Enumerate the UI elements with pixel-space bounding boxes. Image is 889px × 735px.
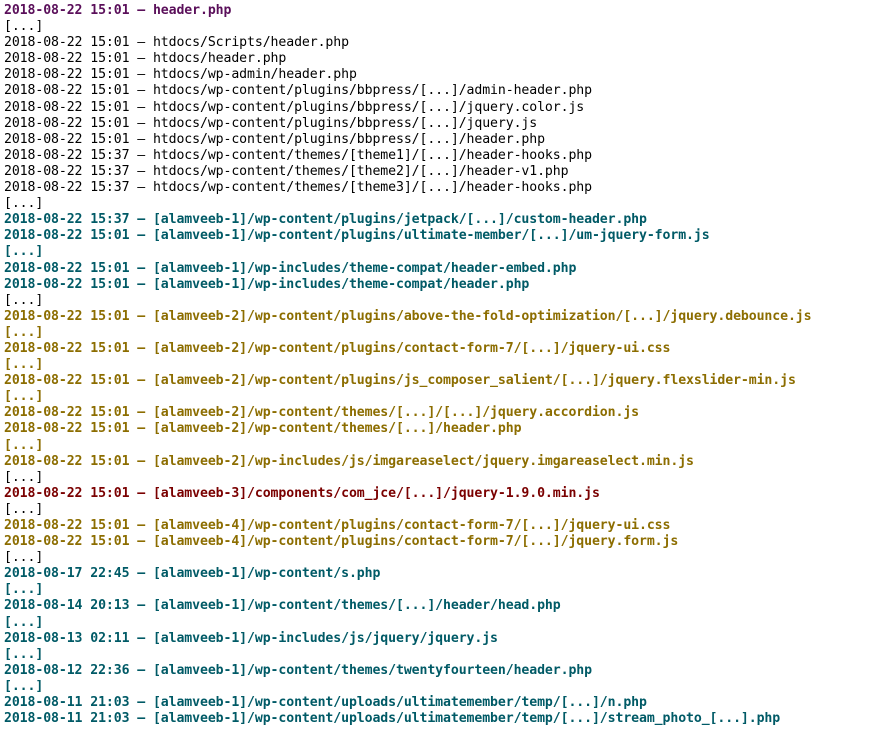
ellipsis-line: [...] [4,614,44,630]
log-line: 2018-08-22 15:01 – [alamveeb-1]/wp-inclu… [4,276,530,292]
log-line: 2018-08-22 15:01 – htdocs/wp-content/plu… [4,131,545,147]
ellipsis-line: [...] [4,550,44,566]
ellipsis-line: [...] [4,324,44,340]
log-line: 2018-08-22 15:01 – header.php [4,3,232,18]
ellipsis-line: [...] [4,292,44,308]
log-line: 2018-08-22 15:37 – [alamveeb-1]/wp-conte… [4,212,647,228]
log-line: 2018-08-11 21:03 – [alamveeb-1]/wp-conte… [4,695,647,711]
log-line: 2018-08-22 15:01 – htdocs/wp-content/plu… [4,99,585,115]
log-line: 2018-08-22 15:37 – htdocs/wp-content/the… [4,163,569,179]
log-line: 2018-08-22 15:01 – [alamveeb-3]/componen… [4,485,600,501]
ellipsis-line: [...] [4,646,44,662]
log-line: 2018-08-12 22:36 – [alamveeb-1]/wp-conte… [4,662,592,678]
log-line: 2018-08-22 15:01 – [alamveeb-1]/wp-conte… [4,228,710,244]
log-line: 2018-08-22 15:01 – htdocs/Scripts/header… [4,35,349,51]
ellipsis-line: [...] [4,469,44,485]
log-line: 2018-08-22 15:01 – htdocs/wp-admin/heade… [4,67,357,83]
ellipsis-line: [...] [4,357,44,373]
ellipsis-line: [...] [4,196,44,212]
log-line: 2018-08-11 21:03 – [alamveeb-1]/wp-conte… [4,711,781,727]
ellipsis-line: [...] [4,678,44,694]
log-line: 2018-08-13 02:11 – [alamveeb-1]/wp-inclu… [4,630,498,646]
log-line: 2018-08-22 15:01 – [alamveeb-2]/wp-inclu… [4,453,694,469]
log-line: 2018-08-22 15:01 – htdocs/wp-content/plu… [4,83,592,99]
log-line: 2018-08-17 22:45 – [alamveeb-1]/wp-conte… [4,566,381,582]
log-line: 2018-08-22 15:01 – [alamveeb-2]/wp-conte… [4,373,796,389]
log-line: 2018-08-22 15:01 – [alamveeb-4]/wp-conte… [4,534,679,550]
log-line: 2018-08-22 15:37 – htdocs/wp-content/the… [4,180,592,196]
log-line: 2018-08-22 15:01 – htdocs/wp-content/plu… [4,115,538,131]
log-line: 2018-08-22 15:01 – htdocs/header.php [4,51,287,67]
log-line: 2018-08-22 15:01 – [alamveeb-2]/wp-conte… [4,405,640,421]
ellipsis-line: [...] [4,437,44,453]
ellipsis-line: [...] [4,389,44,405]
log-line: 2018-08-22 15:01 – [alamveeb-4]/wp-conte… [4,518,671,533]
log-line: 2018-08-22 15:01 – [alamveeb-1]/wp-inclu… [4,260,577,276]
log-line: 2018-08-22 15:01 – [alamveeb-2]/wp-conte… [4,421,522,437]
ellipsis-line: [...] [4,19,44,35]
log-line: 2018-08-22 15:37 – htdocs/wp-content/the… [4,147,592,163]
log-line: 2018-08-22 15:01 – [alamveeb-2]/wp-conte… [4,308,812,324]
ellipsis-line: [...] [4,244,44,260]
ellipsis-line: [...] [4,501,44,517]
log-line: 2018-08-14 20:13 – [alamveeb-1]/wp-conte… [4,598,561,614]
ellipsis-line: [...] [4,582,44,598]
log-line: 2018-08-22 15:01 – [alamveeb-2]/wp-conte… [4,340,671,356]
